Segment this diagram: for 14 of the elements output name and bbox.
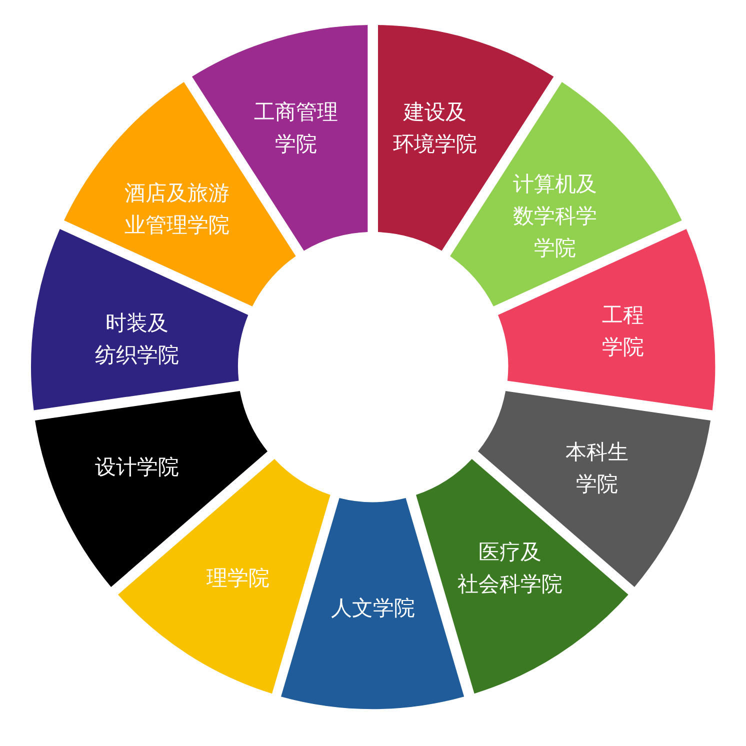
segment-label: 设计学院 [94, 454, 179, 481]
segment-label: 时装及纺织学院 [94, 310, 179, 369]
segment-label: 建设及环境学院 [393, 98, 477, 158]
segment-label: 本科生学院 [565, 438, 628, 498]
segment-label: 计算机及数学科学学院 [512, 170, 597, 262]
segment-label: 人文学院 [330, 594, 415, 622]
segment-label: 酒店及旅游业管理学院 [124, 180, 230, 239]
segment-label: 医疗及社会科学院 [457, 538, 562, 598]
segment-label: 工程学院 [602, 302, 644, 361]
segment-label: 理学院 [206, 564, 270, 592]
segment-label: 工商管理学院 [254, 98, 338, 158]
ring-segment [498, 229, 715, 411]
ring-segment [35, 391, 268, 588]
ring-segment [64, 82, 296, 306]
